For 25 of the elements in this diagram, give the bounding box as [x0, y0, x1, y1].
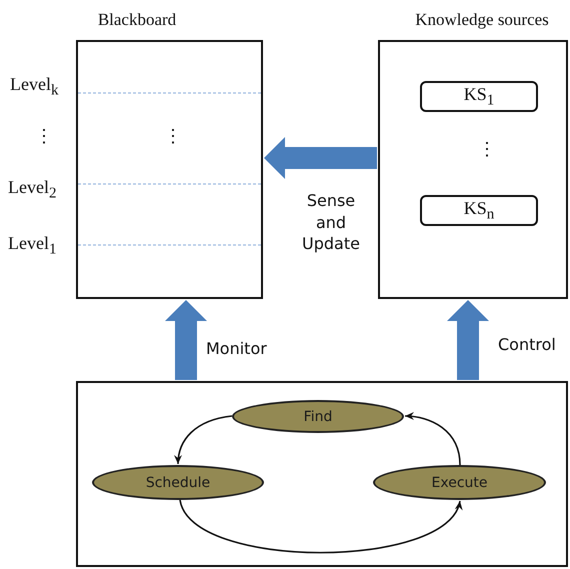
- panel: [76, 40, 263, 299]
- level-label: Level$_{k}$: [10, 73, 58, 101]
- process-ellipse: Schedule: [92, 465, 264, 500]
- block-arrow: [447, 300, 489, 380]
- panel: [378, 40, 568, 299]
- level-label: Level$_{2}$: [8, 176, 56, 204]
- process-ellipse: Execute: [373, 465, 546, 500]
- edge-label: Control: [498, 334, 556, 356]
- arrow: [174, 415, 232, 464]
- edge-label: Sense and Update: [301, 190, 361, 255]
- edge-label: Monitor: [206, 338, 267, 360]
- ellipsis: ⋮: [478, 138, 496, 161]
- control-panel: [76, 381, 568, 567]
- panel-title: Knowledge sources: [415, 10, 549, 30]
- knowledge-source-box: KS$_{1}$: [420, 81, 538, 112]
- process-ellipse: Find: [232, 400, 404, 433]
- block-arrow: [165, 300, 207, 380]
- knowledge-source-box: KS$_{n}$: [420, 195, 538, 226]
- arrow: [404, 412, 461, 466]
- arrow: [179, 500, 461, 554]
- ellipsis: ⋮: [164, 125, 182, 148]
- block-arrow: [264, 137, 377, 179]
- ellipsis: ⋮: [35, 125, 53, 148]
- level-label: Level$_{1}$: [8, 232, 56, 260]
- panel-title: Blackboard: [98, 10, 176, 30]
